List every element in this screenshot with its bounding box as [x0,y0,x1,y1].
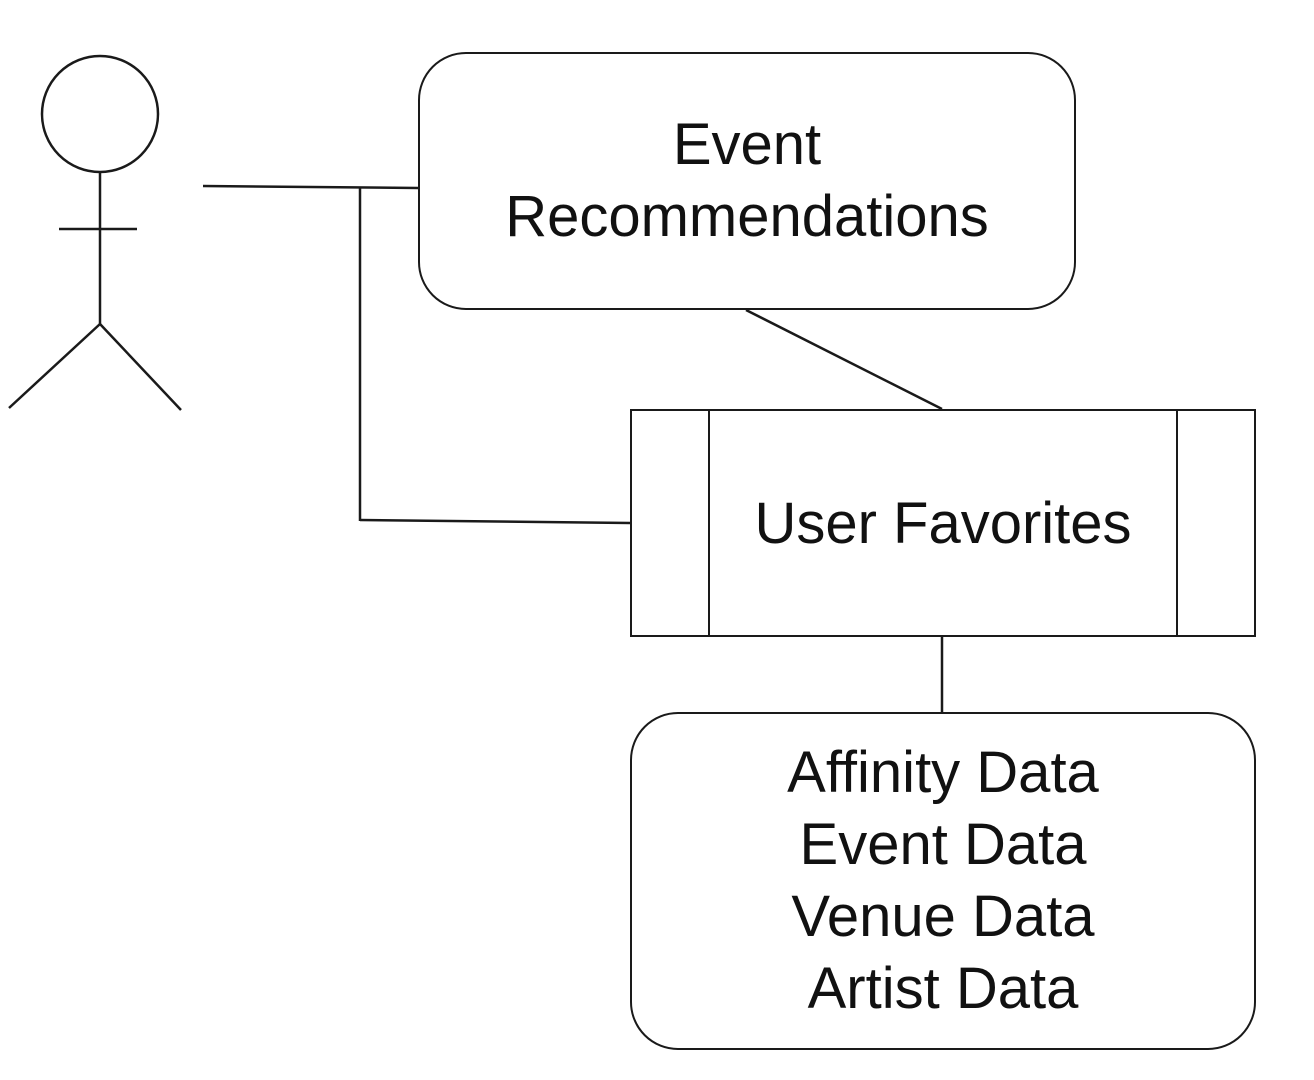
user-favorites-label: User Favorites [754,490,1132,556]
actor-icon [8,54,182,411]
connector-recommendations-favorites [745,308,943,411]
user-favorites-left-bar [708,411,710,635]
data-store-line-venue: Venue Data [791,884,1095,949]
user-favorites-node: User Favorites [630,409,1256,637]
event-recommendations-line-1: Event [672,112,822,177]
connector-actor-recommendations [202,184,419,190]
user-favorites-right-bar [1176,411,1178,635]
event-recommendations-line-2: Recommendations [505,184,989,249]
data-store-line-artist: Artist Data [807,956,1079,1021]
data-store-node: Affinity Data Event Data Venue Data Arti… [630,712,1256,1050]
data-store-line-affinity: Affinity Data [787,740,1099,805]
event-recommendations-node: Event Recommendations [418,52,1076,310]
data-store-line-event: Event Data [799,812,1087,877]
event-recommendations-label: Event Recommendations [505,109,989,253]
data-store-label: Affinity Data Event Data Venue Data Arti… [787,737,1099,1025]
connector-branch-favorites [359,518,631,525]
